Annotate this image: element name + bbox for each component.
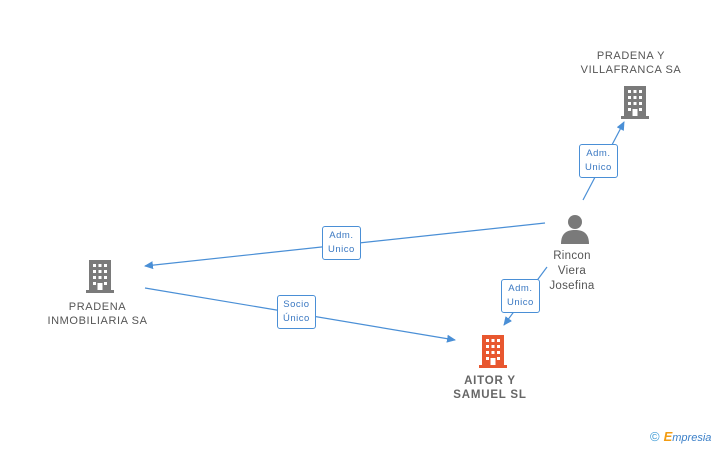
label-line: Rincon xyxy=(553,250,591,262)
node-label-aitor[interactable]: AITOR Y SAMUEL SL xyxy=(440,374,540,402)
edge-label-line: Unico xyxy=(507,297,534,308)
edge-label-inmobiliaria-aitor[interactable]: Socio Único xyxy=(277,295,316,329)
label-line: PRADENA xyxy=(68,301,127,313)
edge-label-rincon-aitor[interactable]: Adm. Unico xyxy=(501,279,540,313)
brand-name: mpresia xyxy=(672,432,712,444)
label-line: VILLAFRANCA SA xyxy=(580,64,682,76)
brand-initial: E xyxy=(663,429,673,444)
node-label-pradena-inmobiliaria[interactable]: PRADENA INMOBILIARIA SA xyxy=(35,300,160,328)
label-line: SAMUEL SL xyxy=(453,389,527,401)
edge-label-rincon-inmobiliaria[interactable]: Adm. Unico xyxy=(322,226,361,260)
node-label-pradena-villafranca[interactable]: PRADENA Y VILLAFRANCA SA xyxy=(566,49,696,77)
building-icon[interactable] xyxy=(619,84,651,120)
building-icon[interactable] xyxy=(477,333,509,369)
edge-label-line: Adm. xyxy=(508,283,533,294)
label-line: AITOR Y xyxy=(464,375,516,387)
edge-label-line: Adm. xyxy=(586,148,611,159)
person-icon[interactable] xyxy=(559,213,591,245)
empresia-watermark: ©Empresia xyxy=(650,429,711,444)
edge-label-line: Unico xyxy=(328,244,355,255)
edge-label-line: Unico xyxy=(585,162,612,173)
label-line: Josefina xyxy=(549,280,595,292)
label-line: Viera xyxy=(557,265,587,277)
edge-label-line: Adm. xyxy=(329,230,354,241)
copyright-symbol: © xyxy=(650,429,660,444)
label-line: PRADENA Y xyxy=(596,50,666,62)
label-line: INMOBILIARIA SA xyxy=(47,315,148,327)
edge-label-rincon-villafranca[interactable]: Adm. Unico xyxy=(579,144,618,178)
node-label-rincon[interactable]: Rincon Viera Josefina xyxy=(536,249,608,294)
edge-label-line: Único xyxy=(283,313,310,324)
edge-label-line: Socio xyxy=(283,299,310,310)
building-icon[interactable] xyxy=(84,258,116,294)
